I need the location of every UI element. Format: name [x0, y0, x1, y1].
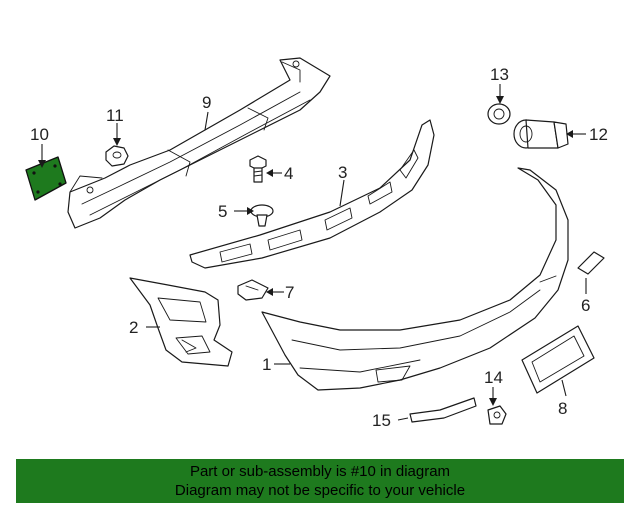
callout-4: 4	[284, 164, 293, 183]
part-14-cap[interactable]	[487, 405, 507, 425]
callout-1: 1	[262, 355, 271, 374]
part-1-bumper-cover[interactable]	[261, 167, 569, 391]
part-9-reinforcement[interactable]	[67, 57, 331, 229]
callout-6: 6	[581, 296, 590, 315]
callout-labels: 10 9 11 4 5 3 7 2 1 6 8 12 13 14 15	[30, 65, 608, 430]
part-15-reflector[interactable]	[409, 397, 477, 423]
callout-11: 11	[106, 106, 124, 125]
callout-7: 7	[285, 283, 294, 302]
part-4-bolt[interactable]	[249, 155, 267, 183]
callout-2: 2	[129, 318, 138, 337]
part-7-clip[interactable]	[237, 279, 269, 301]
info-banner: Part or sub-assembly is #10 in diagram D…	[16, 459, 624, 503]
part-2-side-bracket[interactable]	[129, 277, 233, 367]
part-8-plate-bracket[interactable]	[521, 325, 595, 394]
callout-12: 12	[589, 125, 608, 144]
callout-8: 8	[558, 399, 567, 418]
part-5-rivet[interactable]	[250, 204, 274, 227]
banner-line-part: Part or sub-assembly is #10 in diagram	[189, 463, 451, 480]
callout-3: 3	[338, 163, 347, 182]
callout-15: 15	[372, 411, 391, 430]
banner-line-disclaimer: Diagram may not be specific to your vehi…	[174, 482, 466, 499]
callout-14: 14	[484, 368, 503, 387]
part-11-clip-nut[interactable]	[105, 145, 129, 167]
callout-5: 5	[218, 202, 227, 221]
callout-10: 10	[30, 125, 49, 144]
leader-lines	[38, 84, 587, 421]
callout-13: 13	[490, 65, 509, 84]
callout-9: 9	[202, 93, 211, 112]
parts-diagram: 10 9 11 4 5 3 7 2 1 6 8 12 13 14 15	[25, 57, 608, 430]
part-12-sensor[interactable]	[513, 119, 569, 149]
part-10-bracket[interactable]	[25, 156, 67, 201]
part-3-guide-bracket[interactable]	[189, 119, 435, 269]
part-6-trim[interactable]	[577, 251, 605, 275]
part-13-grommet[interactable]	[487, 103, 511, 125]
